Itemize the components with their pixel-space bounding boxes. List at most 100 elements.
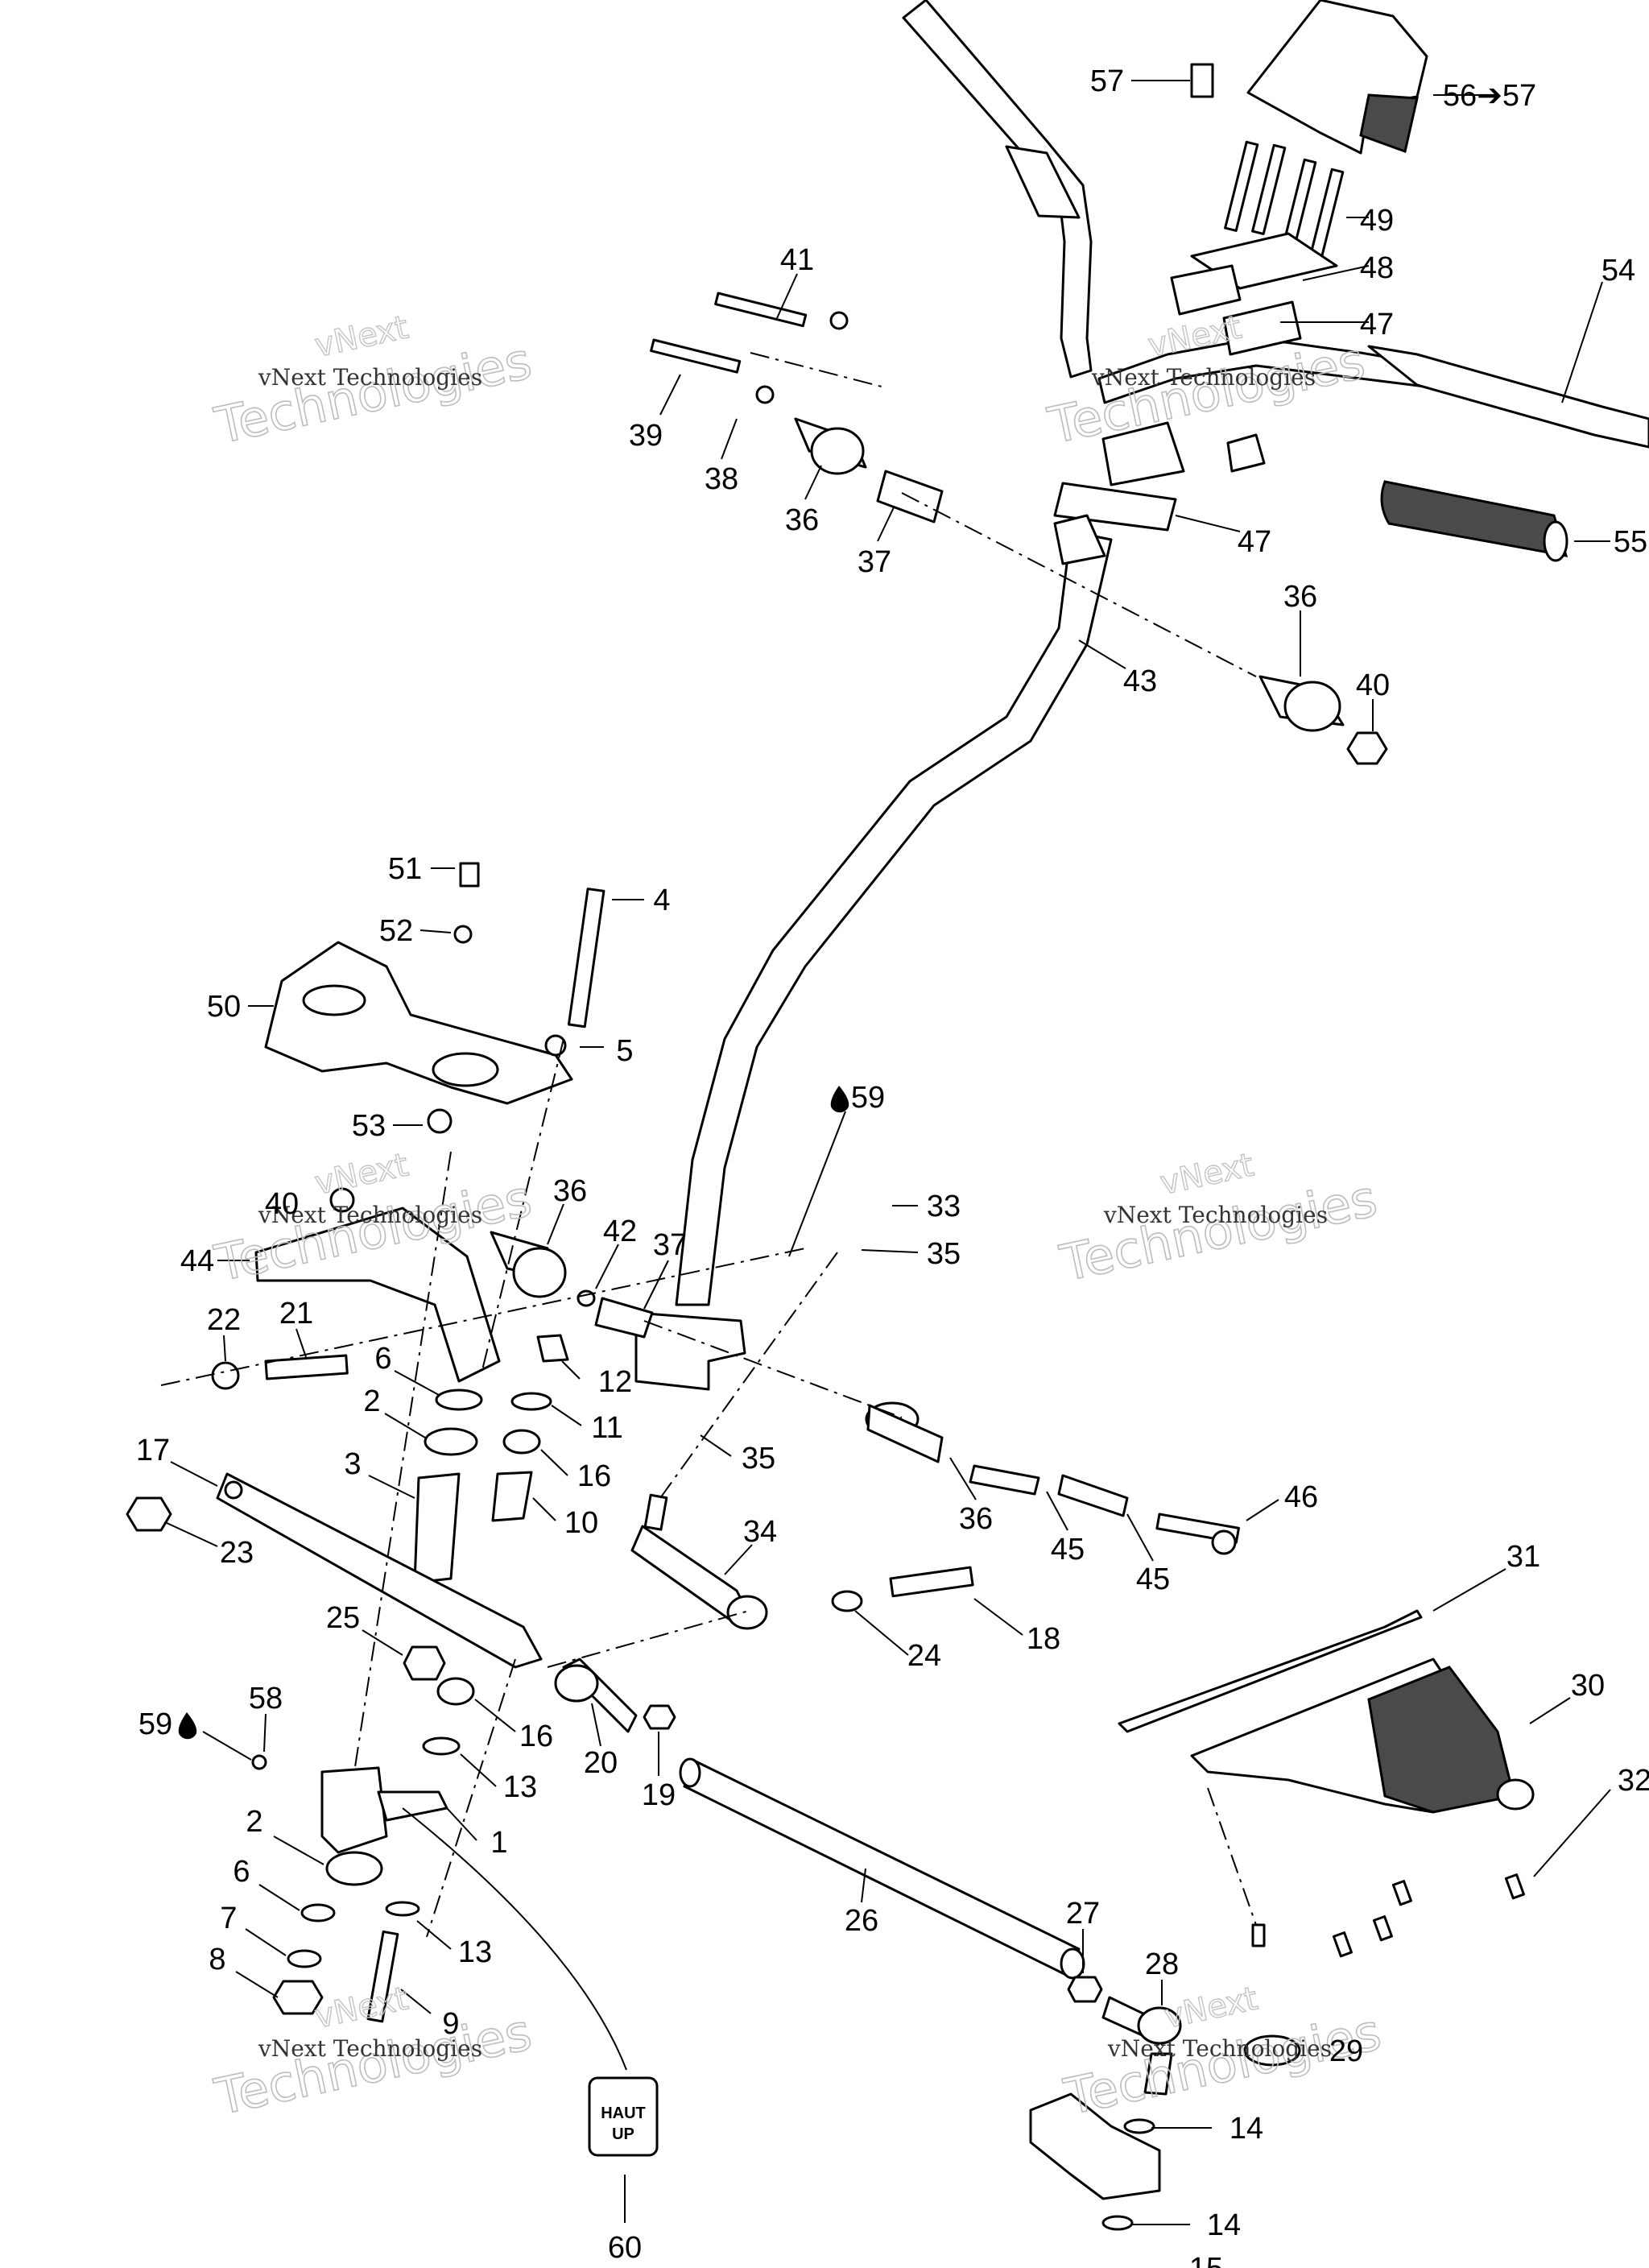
callout-57a: 57 [1090,64,1124,98]
callout-6a: 6 [374,1342,391,1376]
up-sign-line1: HAUT [601,2105,646,2122]
watermark-line2: vNext Technologies [1107,2035,1332,2062]
callout-35b: 35 [742,1442,775,1475]
up-orientation-sign: HAUT UP [588,2076,659,2157]
callout-42: 42 [603,1215,637,1248]
callout-37b: 37 [653,1228,687,1262]
callout-60: 60 [608,2231,642,2265]
callout-20: 20 [584,1746,618,1780]
watermark-line2: vNext Technologies [258,1202,482,1228]
leader-lines [164,80,1611,2225]
callout-16b: 16 [519,1720,553,1753]
callout-40a: 40 [1356,668,1390,702]
callout-36a: 36 [785,503,819,537]
callout-21: 21 [279,1297,313,1331]
callout-15: 15 [1189,2252,1223,2268]
watermark-line2: vNext Technologies [1103,1202,1328,1228]
grease-drop-icon [830,1086,849,1113]
callout-14b: 14 [1207,2208,1241,2242]
callout-30: 30 [1571,1669,1605,1703]
callout-39: 39 [629,419,663,453]
callout-12: 12 [598,1365,632,1399]
callout-13a: 13 [503,1770,537,1804]
lower-linkage [126,1334,1301,2231]
callout-49: 49 [1360,204,1394,238]
callout-32: 32 [1618,1764,1649,1798]
callout-27: 27 [1066,1897,1100,1931]
callout-3: 3 [344,1447,361,1481]
callout-2b: 2 [246,1805,262,1839]
callout-46: 46 [1284,1480,1318,1514]
callout-41: 41 [780,243,814,277]
watermark-line1: vNext [312,309,411,365]
callout-54: 54 [1601,254,1635,288]
callout-55: 55 [1614,525,1647,559]
callout-52: 52 [379,914,413,948]
callout-28: 28 [1145,1947,1179,1981]
callout-9: 9 [442,2007,459,2041]
watermark-line1: vNext [312,1980,411,2036]
callout-45b: 45 [1136,1562,1170,1596]
watermark-line1: vNext [1161,1980,1261,2036]
callout-6b: 6 [233,1855,250,1889]
watermark-line1: vNext [312,1147,411,1202]
callout-56: 56➔57 [1443,79,1536,113]
callout-13b: 13 [458,1935,492,1969]
callout-59b: 59 [138,1707,172,1741]
callout-34: 34 [743,1515,777,1549]
callout-29: 29 [1329,2034,1363,2068]
callout-10: 10 [564,1506,598,1540]
callout-47a: 47 [1360,308,1394,341]
callout-35a: 35 [927,1237,961,1271]
watermark-line1: vNext [1157,1147,1257,1202]
callout-14a: 14 [1230,2112,1263,2146]
callout-11: 11 [591,1411,622,1445]
callout-47b: 47 [1238,525,1271,559]
callout-25: 25 [326,1601,360,1635]
steering-support [254,862,654,1383]
callout-33: 33 [927,1190,961,1223]
callout-37a: 37 [858,545,891,579]
callout-59a: 59 [851,1081,885,1115]
callout-44: 44 [180,1244,214,1278]
callout-58: 58 [249,1682,283,1715]
callout-5: 5 [616,1034,633,1068]
callout-2a: 2 [363,1384,380,1418]
watermark-line2: vNext Technologies [1091,364,1316,391]
callout-4: 4 [653,884,670,917]
center-lines [160,352,1257,1938]
callout-17: 17 [136,1434,170,1467]
callout-31: 31 [1506,1540,1540,1574]
watermark-line2: vNext Technologies [258,2035,482,2062]
callout-18: 18 [1027,1622,1060,1656]
callout-36c: 36 [553,1174,587,1208]
grease-drop-icon [178,1712,197,1740]
callout-43: 43 [1123,664,1157,698]
steering-boot [1118,1609,1535,1958]
callout-38: 38 [705,462,738,496]
callout-40b: 40 [265,1187,299,1221]
callout-16a: 16 [577,1459,611,1493]
handlebar-assembly [650,0,1649,765]
callout-53: 53 [352,1109,386,1143]
callout-19: 19 [642,1778,676,1812]
callout-7: 7 [220,1902,237,1935]
callout-24: 24 [907,1639,941,1673]
steering-column [634,514,1113,1391]
callout-23: 23 [220,1536,254,1570]
callout-1: 1 [490,1826,507,1860]
callout-26: 26 [845,1904,878,1938]
callout-8: 8 [209,1943,225,1976]
callout-45a: 45 [1051,1533,1085,1566]
callout-36d: 36 [959,1502,993,1536]
callout-22: 22 [207,1303,241,1337]
callout-50: 50 [207,990,241,1024]
up-sign-line2: UP [612,2125,634,2143]
callout-51: 51 [388,852,422,886]
callout-36b: 36 [1283,580,1317,614]
callout-48: 48 [1360,251,1394,285]
watermark-line2: vNext Technologies [258,364,482,391]
